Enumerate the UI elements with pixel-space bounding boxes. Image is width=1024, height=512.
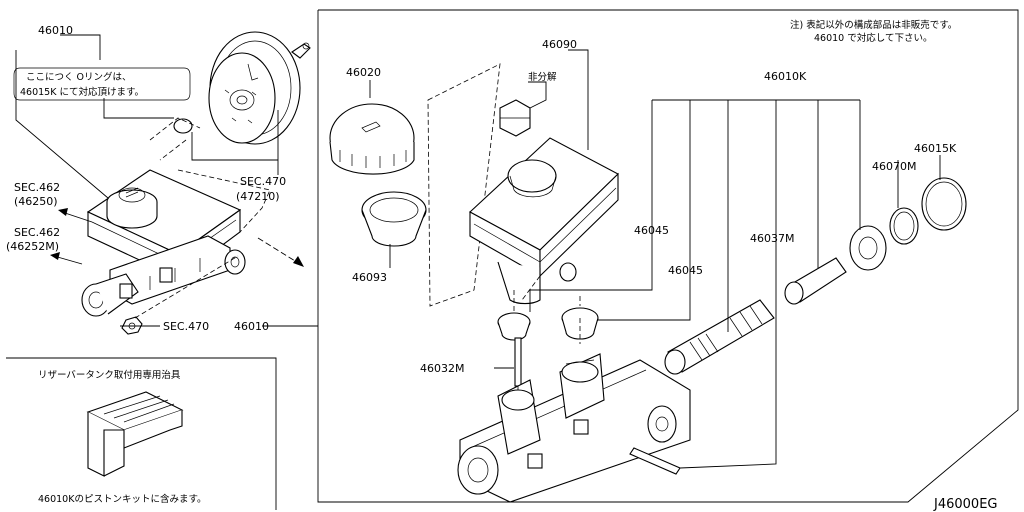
arrow-sec462-b — [53, 255, 83, 265]
label-sec470-booster-sub: (47210) — [236, 190, 280, 203]
brake-booster-icon — [208, 31, 311, 145]
reservoir-tank-icon — [469, 137, 619, 305]
label-46093: 46093 — [352, 271, 387, 284]
reservoir-filter-icon — [361, 191, 427, 247]
non-serviceable-plug-icon — [499, 99, 531, 137]
label-46090: 46090 — [542, 38, 577, 51]
label-46020: 46020 — [346, 66, 381, 79]
label-46010-mid: 46010 — [234, 320, 269, 333]
label-46015K: 46015K — [914, 142, 957, 155]
label-46045-a: 46045 — [634, 224, 669, 237]
cup-seal-icon — [849, 225, 887, 271]
arrow-sec462-a — [61, 211, 93, 223]
label-sec470-booster: SEC.470 — [240, 175, 286, 188]
master-cylinder-icon — [457, 353, 691, 503]
label-sec462-b: SEC.462 — [14, 226, 60, 239]
label-sec470-bottom: SEC.470 — [163, 320, 209, 333]
grommet-left-icon — [497, 312, 531, 341]
install-tool-icon — [86, 391, 184, 477]
main-detail-frame — [317, 9, 1019, 503]
tool-title: リザーバータンク取付用専用治具 — [38, 369, 181, 381]
push-rod-icon — [629, 447, 681, 475]
note-oring-line2: 46015K にて対応頂けます。 — [20, 86, 144, 98]
arrow-to-main — [257, 237, 301, 265]
label-sec462-a: SEC.462 — [14, 181, 60, 194]
note-oring-line1: ここにつく Oリングは、 — [26, 71, 132, 83]
label-46037M: 46037M — [750, 232, 794, 245]
reservoir-cap-icon — [329, 103, 415, 175]
note-right-line1: 注) 表記以外の構成部品は非販売です。 — [790, 19, 957, 31]
label-46010-top: 46010 — [38, 24, 73, 37]
label-sec462-b-sub: (46252M) — [6, 240, 59, 253]
o-ring-icon — [173, 118, 193, 134]
label-46045-b: 46045 — [668, 264, 703, 277]
primary-piston-icon — [664, 299, 775, 375]
tool-note: 46010Kのピストンキットに含みます。 — [38, 493, 207, 505]
label-not-sold: 非分解 — [528, 71, 557, 83]
label-46032M: 46032M — [420, 362, 464, 375]
master-cylinder-assembly-icon — [81, 169, 246, 335]
alignment-dash-left — [149, 117, 201, 161]
label-sec462-a-sub: (46250) — [14, 195, 58, 208]
alignment-dash-booster — [134, 169, 271, 319]
retaining-pin-icon — [514, 337, 522, 387]
tool-inset-frame — [6, 357, 277, 510]
snap-ring-icon — [889, 207, 919, 245]
diagram-code: J46000EG — [933, 497, 997, 512]
label-46010K: 46010K — [764, 70, 807, 83]
label-46070M: 46070M — [872, 160, 916, 173]
o-ring-large-icon — [921, 177, 967, 231]
note-right-line2: 46010 で対応して下さい。 — [814, 32, 932, 44]
secondary-piston-icon — [784, 257, 847, 305]
